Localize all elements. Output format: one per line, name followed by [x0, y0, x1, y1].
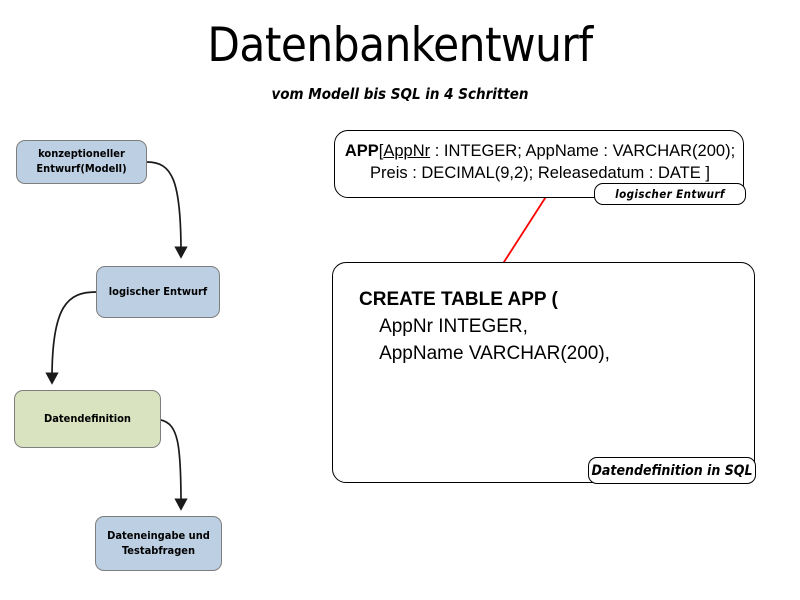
flow-step-label: Datendefinition — [44, 411, 131, 425]
page-subtitle: vom Modell bis SQL in 4 Schritten — [271, 85, 529, 103]
flow-step-label-line2: Entwurf(Modell) — [36, 162, 127, 175]
sql-line-create: CREATE TABLE APP ( — [359, 289, 558, 310]
schema-line2: Preis : DECIMAL(9,2); Releasedatum : DAT… — [370, 164, 710, 183]
flow-step-datendefinition[interactable]: Datendefinition — [14, 390, 161, 448]
caption-datendefinition-in-sql: Datendefinition in SQL — [588, 457, 756, 484]
relation-schema-box: APP[AppNr : INTEGER; AppName : VARCHAR(2… — [334, 130, 744, 198]
flow-step-konzeptioneller-entwurf[interactable]: konzeptioneller Entwurf(Modell) — [16, 140, 147, 184]
relation-schema-text: APP[AppNr : INTEGER; AppName : VARCHAR(2… — [335, 140, 745, 185]
arrow-logisch-to-datendef — [45, 291, 97, 385]
sql-line-appname: AppName VARCHAR(200), — [359, 342, 610, 364]
sql-statement-box: CREATE TABLE APP ( AppNr INTEGER, AppNam… — [332, 262, 755, 483]
sql-statement-text: CREATE TABLE APP ( AppNr INTEGER, AppNam… — [359, 287, 610, 368]
flow-step-label-line1: Dateneingabe und — [107, 528, 210, 542]
schema-line1-rest: : INTEGER; AppName : VARCHAR(200); — [430, 142, 736, 160]
caption-logischer-entwurf: logischer Entwurf — [594, 183, 746, 205]
primary-key-attribute: AppNr — [383, 142, 431, 160]
flow-step-logischer-entwurf[interactable]: logischer Entwurf — [96, 266, 220, 318]
flow-step-dateneingabe[interactable]: Dateneingabe und Testabfragen — [95, 516, 222, 571]
arrow-datendef-to-eingabe — [160, 419, 188, 511]
flow-step-label: logischer Entwurf — [108, 284, 208, 298]
sql-line-appnr: AppNr INTEGER, — [359, 315, 528, 337]
flow-step-label-line1: konzeptioneller — [38, 147, 125, 161]
flow-step-label: Dateneingabe und Testabfragen — [107, 529, 210, 559]
schema-open-bracket: [ — [378, 142, 384, 160]
relation-name: APP — [344, 142, 379, 160]
flow-step-label: konzeptioneller Entwurf(Modell) — [36, 147, 126, 177]
page-title: Datenbankentwurf — [207, 18, 593, 73]
flow-step-label-line2: Testabfragen — [121, 543, 196, 557]
arrow-konzept-to-logisch — [146, 161, 188, 259]
